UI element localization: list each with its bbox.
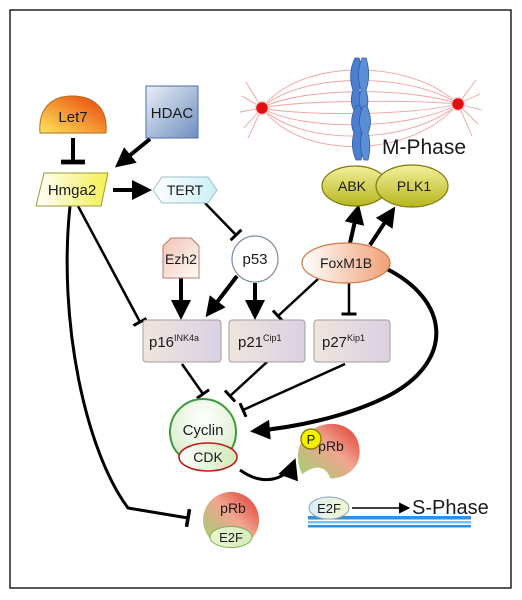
spindle-pole-right bbox=[450, 96, 466, 112]
phosphate-badge-label: P bbox=[307, 432, 316, 447]
node-prb-phosphorylated-label: pRb bbox=[318, 438, 344, 454]
node-plk1: PLK1 bbox=[375, 164, 449, 208]
node-tert-label: TERT bbox=[167, 182, 204, 198]
node-cdk: CDK bbox=[178, 442, 238, 472]
phosphate-badge: P bbox=[300, 428, 322, 450]
node-e2f-bound bbox=[209, 526, 253, 548]
node-tert: TERT bbox=[152, 176, 218, 204]
edge-foxm1b-to-cyclin bbox=[250, 266, 439, 440]
node-foxm1b-label: FoxM1B bbox=[320, 255, 372, 271]
node-let7-label: Let7 bbox=[58, 109, 87, 126]
figure-border bbox=[9, 9, 512, 589]
node-prb-bound-label: pRb bbox=[220, 500, 246, 516]
node-abk: ABK bbox=[321, 165, 389, 207]
spindle-pole-left bbox=[254, 100, 270, 116]
chromosome-upper-icon bbox=[350, 57, 370, 111]
edge-p53-to-p16 bbox=[205, 274, 239, 318]
node-hdac-label: HDAC bbox=[151, 105, 194, 122]
node-let7: Let7 bbox=[39, 95, 107, 134]
s-phase-label: S-Phase bbox=[412, 497, 489, 519]
node-p53-label: p53 bbox=[242, 251, 267, 268]
node-ezh2: Ezh2 bbox=[162, 237, 200, 279]
node-e2f-free: E2F bbox=[308, 496, 350, 520]
node-cyclin-label: Cyclin bbox=[183, 422, 224, 439]
edge-foxm1b-inhibits-p21 bbox=[271, 278, 319, 323]
edge-tert-inhibits-p53 bbox=[204, 202, 243, 242]
edge-hmga2-inhibits-prb-e2f bbox=[65, 205, 192, 528]
edge-hdac-to-hmga2 bbox=[114, 137, 152, 168]
edge-cdk-to-prb bbox=[239, 458, 298, 482]
node-plk1-label: PLK1 bbox=[397, 178, 431, 194]
node-hmga2: Hmga2 bbox=[35, 172, 109, 207]
edge-foxm1b-to-plk1 bbox=[368, 206, 396, 247]
m-phase-label: M-Phase bbox=[382, 136, 466, 159]
edge-p16-inhibits-cyclin bbox=[180, 363, 211, 400]
node-prb-e2f-complex: pRb E2F bbox=[203, 492, 259, 548]
dna-strand bbox=[308, 516, 471, 528]
node-cdk-label: CDK bbox=[193, 449, 223, 465]
edge-p21-inhibits-cyclin bbox=[223, 361, 268, 403]
chromosome-lower-icon bbox=[351, 105, 371, 161]
edge-foxm1b-to-abk bbox=[344, 204, 365, 244]
connector-lines bbox=[61, 137, 439, 528]
edge-hmga2-inhibits-p16 bbox=[76, 205, 148, 327]
node-e2f-free-label: E2F bbox=[317, 501, 341, 516]
node-e2f-bound-label: E2F bbox=[219, 530, 243, 545]
node-hmga2-label: Hmga2 bbox=[48, 182, 96, 199]
node-p53: p53 bbox=[231, 235, 279, 283]
node-p21-label: p21Cip1 bbox=[238, 333, 282, 351]
node-hdac: HDAC bbox=[145, 85, 199, 139]
node-p27: p27Kip1 bbox=[313, 319, 391, 363]
edge-p27-inhibits-cyclin bbox=[238, 362, 346, 418]
node-ezh2-label: Ezh2 bbox=[165, 251, 197, 267]
node-p16: p16INK4a bbox=[142, 319, 222, 363]
node-abk-label: ABK bbox=[338, 178, 367, 194]
node-foxm1b: FoxM1B bbox=[301, 242, 391, 284]
node-p21: p21Cip1 bbox=[228, 319, 306, 363]
node-p16-label: p16INK4a bbox=[149, 333, 199, 351]
node-p27-label: p27Kip1 bbox=[322, 333, 365, 351]
